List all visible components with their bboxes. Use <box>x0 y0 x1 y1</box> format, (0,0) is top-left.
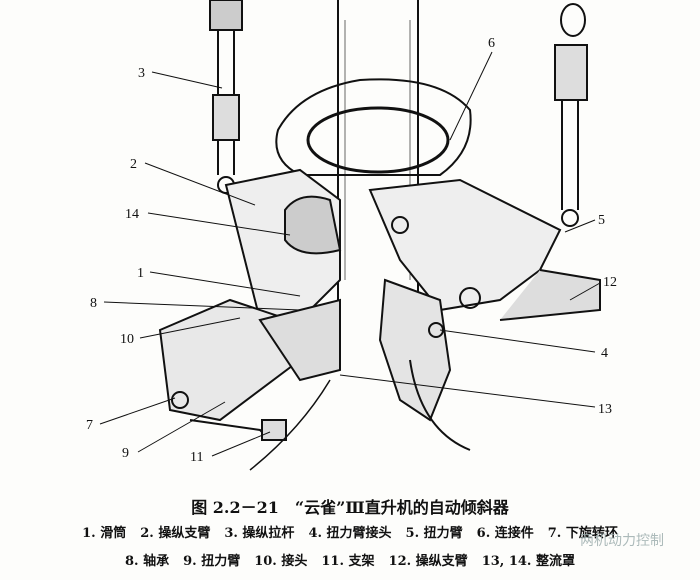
legend-item: 13, 14. 整流罩 <box>481 554 575 569</box>
callout-13: 13 <box>598 402 612 417</box>
legend-item: 1. 滑筒 <box>82 526 127 541</box>
torque-arm-right <box>368 178 562 312</box>
legend-item: 3. 操纵拉杆 <box>224 526 295 541</box>
figure-title: 图 2.2－21 “云雀”Ⅲ直升机的自动倾斜器 <box>191 498 509 517</box>
callout-2: 2 <box>130 157 137 172</box>
callout-14: 14 <box>125 207 139 222</box>
control-arm-right <box>499 269 601 321</box>
legend-item: 10. 接头 <box>254 554 308 569</box>
legend-item: 5. 扭力臂 <box>405 526 463 541</box>
callout-10: 10 <box>120 332 134 347</box>
callout-12: 12 <box>603 275 617 290</box>
legend-item: 12. 操纵支臂 <box>388 554 468 569</box>
leader-lines <box>99 51 601 457</box>
callout-11: 11 <box>190 450 203 465</box>
callout-7: 7 <box>86 418 93 433</box>
swashplate-drawing: 3 6 2 14 5 1 12 8 10 4 13 7 9 11 <box>86 0 617 471</box>
legend-item: 8. 轴承 <box>125 554 170 569</box>
callout-5: 5 <box>598 213 605 228</box>
watermark: 两机动力控制 <box>580 533 664 549</box>
callout-8: 8 <box>90 296 97 311</box>
callout-1: 1 <box>137 266 144 281</box>
legend-item: 4. 扭力臂接头 <box>308 526 392 541</box>
legend-row-2: 8. 轴承 9. 扭力臂 10. 接头 11. 支架 12. 操纵支臂 13, 14. 整… <box>0 550 700 569</box>
legend-item: 11. 支架 <box>321 554 375 569</box>
callout-9: 9 <box>122 446 129 461</box>
callout-3: 3 <box>138 66 145 81</box>
legend-item: 7. 下旋转环 <box>547 526 618 541</box>
legend-item: 6. 连接件 <box>476 526 534 541</box>
legend-item: 2. 操纵支臂 <box>140 526 211 541</box>
lower-ring-left <box>258 298 341 382</box>
callout-4: 4 <box>601 346 608 361</box>
callout-6: 6 <box>488 36 495 51</box>
legend-item: 9. 扭力臂 <box>183 554 241 569</box>
legend-row-1: 1. 滑筒 2. 操纵支臂 3. 操纵拉杆 4. 扭力臂接头 5. 扭力臂 6. 连接件 7… <box>0 522 700 541</box>
